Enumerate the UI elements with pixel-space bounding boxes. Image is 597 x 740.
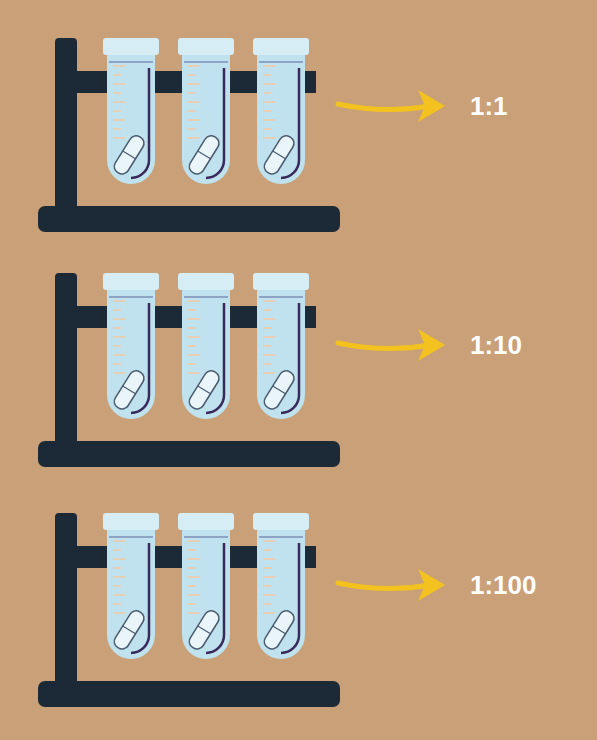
ratio-label: 1:100 [470,570,537,600]
ratio-label: 1:1 [470,91,508,121]
ratio-label: 1:10 [470,330,522,360]
